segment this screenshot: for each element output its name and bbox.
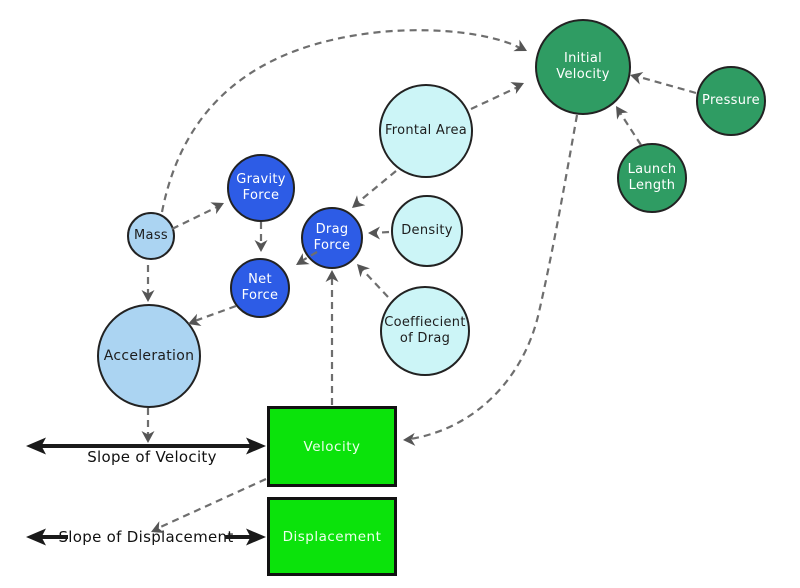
node-velocity[interactable]: Velocity (267, 406, 397, 487)
arrowhead (513, 39, 531, 57)
edge-launch-length-to-initial-velocity (618, 110, 642, 146)
node-velocity-label: Velocity (303, 438, 361, 455)
edge-mass-to-gravity-force (171, 205, 220, 230)
node-acceleration[interactable]: Acceleration (97, 304, 201, 408)
node-displacement[interactable]: Displacement (267, 497, 397, 576)
arrowhead (402, 432, 416, 447)
arrowhead (141, 431, 155, 443)
node-net-force-label: Net Force (241, 272, 279, 303)
node-net-force[interactable]: Net Force (230, 258, 290, 318)
edge-frontal-area-to-drag-force (355, 170, 397, 205)
arrowhead (254, 240, 268, 252)
node-coefficient-of-drag-label: Coeffiecient of Drag (384, 315, 466, 346)
edge-net-force-to-acceleration (191, 304, 237, 324)
node-displacement-label: Displacement (282, 528, 382, 545)
node-acceleration-label: Acceleration (103, 347, 195, 364)
edge-coefficient-of-drag-to-drag-force (359, 266, 389, 298)
slope-of-displacement-label[interactable]: Slope of Displacement (58, 528, 234, 546)
node-pressure-label: Pressure (702, 93, 760, 109)
node-coefficient-of-drag[interactable]: Coeffiecient of Drag (380, 286, 470, 376)
arrowhead (141, 290, 155, 302)
node-drag-force-label: Drag Force (313, 222, 351, 253)
node-launch-length-label: Launch Length (627, 162, 677, 193)
arrowhead (210, 197, 227, 215)
edge-pressure-to-initial-velocity (635, 74, 697, 95)
node-frontal-area-label: Frontal Area (384, 123, 468, 139)
node-density-label: Density (401, 223, 453, 239)
arrowhead (246, 437, 266, 455)
arrowhead (26, 437, 46, 455)
arrowhead (510, 77, 527, 94)
node-initial-velocity-label: Initial Velocity (556, 51, 610, 82)
node-initial-velocity[interactable]: Initial Velocity (535, 19, 631, 115)
arrowhead (325, 270, 339, 282)
node-mass-label: Mass (134, 228, 168, 244)
node-pressure[interactable]: Pressure (696, 66, 766, 136)
arrowhead (246, 528, 266, 546)
node-density[interactable]: Density (391, 195, 463, 267)
arrowhead (347, 195, 366, 213)
node-mass[interactable]: Mass (127, 212, 175, 260)
node-launch-length[interactable]: Launch Length (617, 143, 687, 213)
arrowhead (26, 528, 46, 546)
edge-density-to-drag-force (372, 230, 390, 235)
arrowhead (610, 102, 628, 120)
slope-of-velocity-label[interactable]: Slope of Velocity (87, 448, 217, 466)
node-drag-force[interactable]: Drag Force (301, 207, 363, 269)
arrowhead (368, 226, 380, 240)
arrowhead (352, 259, 370, 278)
node-frontal-area[interactable]: Frontal Area (379, 84, 473, 178)
node-gravity-force[interactable]: Gravity Force (227, 154, 295, 222)
node-gravity-force-label: Gravity Force (236, 172, 286, 203)
edge-velocity-to-slope-of-displacement (155, 477, 267, 531)
edge-frontal-area-to-initial-velocity (470, 86, 519, 110)
